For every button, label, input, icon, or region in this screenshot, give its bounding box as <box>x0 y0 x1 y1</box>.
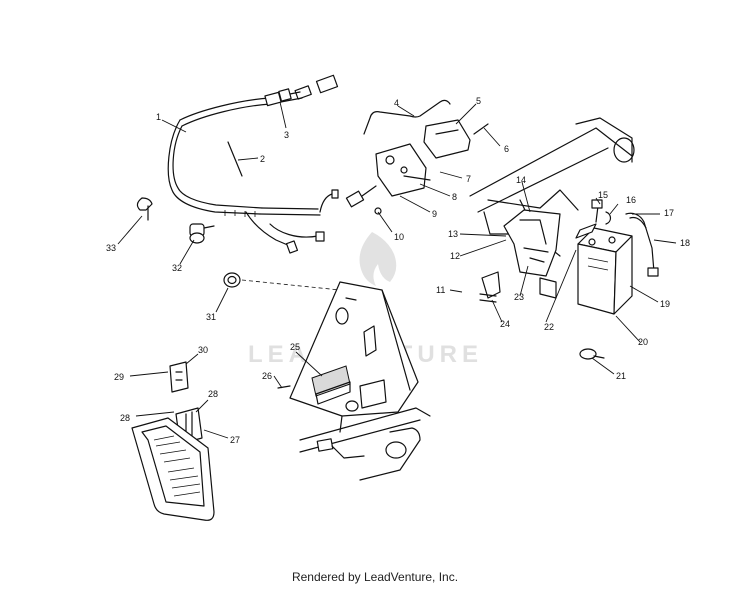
callout-1: 1 <box>156 112 161 122</box>
wiring-harness <box>167 74 339 254</box>
callout-17: 17 <box>664 208 674 218</box>
callout-22: 22 <box>544 322 554 332</box>
callout-26: 26 <box>262 371 272 381</box>
callout-30: 30 <box>198 345 208 355</box>
callout-16: 16 <box>626 195 636 205</box>
grommet <box>223 272 341 291</box>
callout-11: 11 <box>436 285 445 295</box>
callout-19: 19 <box>660 299 670 309</box>
battery-cables <box>591 199 659 277</box>
callout-20: 20 <box>638 337 648 347</box>
clip <box>136 197 153 221</box>
callout-33: 33 <box>106 243 116 253</box>
callout-15: 15 <box>598 190 608 200</box>
mounting-plate <box>277 281 419 433</box>
rear-guard <box>131 417 215 521</box>
callout-29: 28 <box>208 389 218 399</box>
callout-21: 21 <box>616 371 626 381</box>
callout-labels: 1 2 3 4 5 6 7 8 9 10 11 12 13 14 15 16 1… <box>106 96 690 445</box>
lower-frame <box>299 407 431 481</box>
callout-14: 14 <box>516 175 526 185</box>
callout-18: 18 <box>680 238 690 248</box>
footer-credit: Rendered by LeadVenture, Inc. <box>291 570 459 584</box>
leader-lines <box>117 101 677 439</box>
cable-tie <box>227 141 243 177</box>
callout-9: 9 <box>432 209 437 219</box>
callout-7: 7 <box>466 174 471 184</box>
battery <box>575 223 633 315</box>
callout-13: 13 <box>448 229 458 239</box>
callout-8: 8 <box>452 192 457 202</box>
taillight-assembly <box>345 99 489 215</box>
plate-panel <box>311 365 351 405</box>
taillight-housing <box>375 143 427 197</box>
callout-24: 24 <box>500 319 510 329</box>
callout-10: 10 <box>394 232 404 242</box>
callout-3: 3 <box>284 130 289 140</box>
taillight-lens <box>423 119 471 159</box>
callout-32: 32 <box>172 263 182 273</box>
parts-diagram: LEADVENTURE <box>106 74 690 521</box>
bracket-upper <box>169 361 189 393</box>
callout-25: 25 <box>290 342 300 352</box>
callout-28-upper: 29 <box>114 372 124 382</box>
flame-logo-icon <box>359 232 397 286</box>
callout-27: 27 <box>230 435 240 445</box>
battery-bracket <box>479 209 561 303</box>
callout-23: 23 <box>514 292 524 302</box>
callout-4: 4 <box>394 98 399 108</box>
callout-12: 12 <box>450 251 460 261</box>
callout-5: 5 <box>476 96 481 106</box>
bolt <box>579 348 605 360</box>
callout-2: 2 <box>260 154 265 164</box>
harness-connector <box>264 88 292 107</box>
callout-31: 31 <box>206 312 216 322</box>
callout-6: 6 <box>504 144 509 154</box>
callout-28-lower: 28 <box>120 413 130 423</box>
